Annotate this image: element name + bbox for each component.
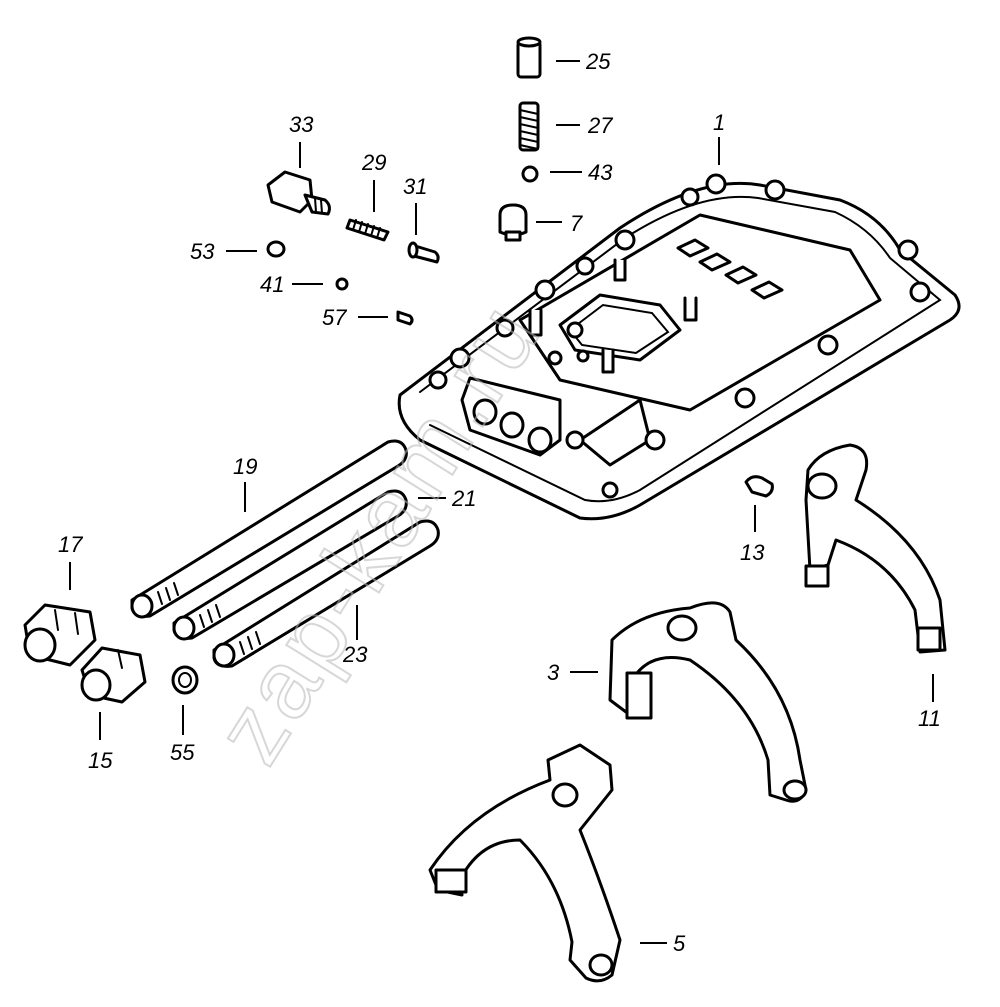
part-25-sleeve xyxy=(516,36,542,79)
callout-3: 3 xyxy=(547,660,560,685)
callout-19: 19 xyxy=(233,454,257,479)
part-1-cover-housing xyxy=(397,173,961,521)
part-15-block xyxy=(80,646,147,704)
callout-31: 31 xyxy=(403,174,427,199)
callout-41: 41 xyxy=(260,272,284,297)
part-17-block xyxy=(23,603,97,667)
callout-1: 1 xyxy=(713,110,725,135)
part-21-rod xyxy=(172,489,408,641)
callout-15: 15 xyxy=(88,748,113,773)
callout-23: 23 xyxy=(342,642,368,667)
leader-lines xyxy=(69,60,934,944)
part-13-bolt xyxy=(744,475,774,498)
part-43-ball xyxy=(521,165,539,183)
part-31-pin xyxy=(407,241,440,264)
callout-5: 5 xyxy=(673,931,686,956)
part-33-switch xyxy=(266,170,331,216)
callout-17: 17 xyxy=(58,532,83,557)
callout-27: 27 xyxy=(587,113,613,138)
callout-55: 55 xyxy=(170,740,195,765)
part-41-ball xyxy=(335,277,349,291)
part-3-fork xyxy=(608,601,808,803)
callout-57: 57 xyxy=(322,305,347,330)
part-19-rod xyxy=(130,439,408,619)
callout-21: 21 xyxy=(451,486,476,511)
part-5-fork xyxy=(428,743,622,983)
callout-33: 33 xyxy=(289,112,314,137)
callout-7: 7 xyxy=(570,211,583,236)
callout-labels: 25 27 43 7 1 33 29 31 53 41 57 13 11 3 5… xyxy=(58,49,941,956)
callout-43: 43 xyxy=(588,160,613,185)
callout-29: 29 xyxy=(361,150,386,175)
part-53-ring xyxy=(266,240,286,258)
callout-25: 25 xyxy=(585,49,611,74)
part-55-washer xyxy=(171,665,199,695)
part-57-pin xyxy=(396,310,414,326)
part-7-plug xyxy=(498,203,528,242)
part-23-rod xyxy=(212,519,440,668)
part-11-fork xyxy=(804,443,947,654)
callout-13: 13 xyxy=(740,540,765,565)
part-27-spring xyxy=(518,101,540,152)
part-29-spring xyxy=(345,218,390,242)
callout-11: 11 xyxy=(918,706,941,731)
callout-53: 53 xyxy=(190,239,215,264)
